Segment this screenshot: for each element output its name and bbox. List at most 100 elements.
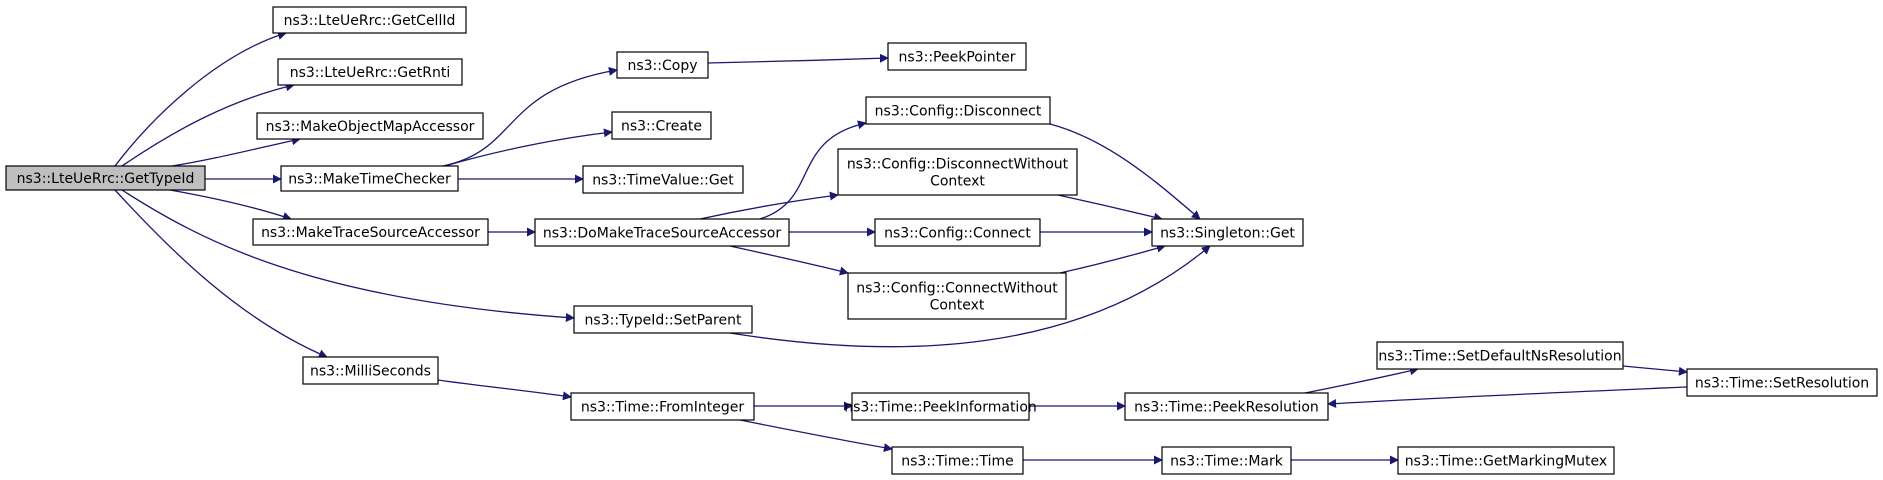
- node-label: ns3::Time::SetDefaultNsResolution: [1378, 349, 1621, 365]
- node-timeTime[interactable]: ns3::Time::Time: [891, 446, 1024, 475]
- node-box: [891, 446, 1024, 475]
- node-label: Context: [930, 174, 985, 190]
- node-copy[interactable]: ns3::Copy: [616, 51, 709, 79]
- node-makeTimeChecker[interactable]: ns3::MakeTimeChecker: [280, 165, 459, 192]
- node-timeSetResolution[interactable]: ns3::Time::SetResolution: [1686, 368, 1878, 397]
- edge-arrow: [444, 128, 613, 167]
- edge-getTypeId-to-getRnti: [121, 82, 295, 167]
- edge-configConnectWC-to-singletonGet: [1059, 243, 1166, 274]
- node-timeFromInteger[interactable]: ns3::Time::FromInteger: [570, 392, 755, 421]
- edge-arrow: [1304, 366, 1419, 394]
- node-milliSeconds[interactable]: ns3::MilliSeconds: [302, 356, 439, 385]
- edge-arrow: [437, 379, 572, 401]
- edge-doMakeTSA-to-configConnectWC: [729, 245, 849, 276]
- node-label: ns3::Copy: [627, 58, 697, 74]
- node-configConnect[interactable]: ns3::Config::Connect: [874, 218, 1041, 247]
- node-box: [1151, 218, 1304, 247]
- node-label: ns3::Config::ConnectWithout: [856, 281, 1058, 297]
- node-timeGetMarkingMutex[interactable]: ns3::Time::GetMarkingMutex: [1397, 446, 1615, 475]
- node-box: [1376, 341, 1624, 370]
- edge-getTypeId-to-makeObjectMapAccessor: [171, 136, 301, 167]
- edge-makeTimeChecker-to-copy: [442, 66, 618, 167]
- edge-timeSetDefaultNs-to-timeSetResolution: [1622, 365, 1688, 376]
- edge-arrow: [1327, 386, 1688, 409]
- edge-arrow: [1059, 243, 1166, 274]
- node-typeIdSetParent[interactable]: ns3::TypeId::SetParent: [573, 305, 753, 334]
- node-label: ns3::MakeTraceSourceAccessor: [261, 225, 480, 241]
- node-box: [302, 356, 439, 385]
- edge-arrow: [121, 82, 295, 167]
- node-box: [534, 218, 790, 247]
- node-configDisconnect[interactable]: ns3::Config::Disconnect: [865, 96, 1051, 125]
- node-label: ns3::Create: [621, 119, 702, 135]
- node-timePeekInformation[interactable]: ns3::Time::PeekInformation: [844, 392, 1037, 421]
- node-label: ns3::Config::Connect: [884, 226, 1031, 242]
- node-label: ns3::Singleton::Get: [1160, 226, 1295, 242]
- edges-layer: [114, 31, 1688, 465]
- edge-makeTimeChecker-to-create: [444, 128, 613, 167]
- node-box: [573, 305, 753, 334]
- edge-configDisconnectWC-to-singletonGet: [1057, 194, 1163, 222]
- node-getRnti[interactable]: ns3::LteUeRrc::GetRnti: [277, 58, 463, 86]
- node-create[interactable]: ns3::Create: [611, 111, 712, 140]
- node-box: [582, 165, 744, 194]
- edge-arrow: [1622, 365, 1688, 376]
- edge-getTypeId-to-typeIdSetParent: [121, 189, 575, 322]
- edge-milliSeconds-to-timeFromInteger: [437, 379, 572, 401]
- edge-typeIdSetParent-to-singletonGet: [729, 245, 1211, 348]
- node-label: ns3::LteUeRrc::GetRnti: [290, 65, 451, 81]
- node-label: ns3::PeekPointer: [899, 50, 1016, 66]
- edge-arrow: [121, 189, 575, 322]
- node-makeObjectMapAccessor[interactable]: ns3::MakeObjectMapAccessor: [256, 112, 484, 140]
- node-peekPointer[interactable]: ns3::PeekPointer: [887, 42, 1027, 71]
- edge-arrow: [729, 245, 849, 276]
- node-label: ns3::Time::SetResolution: [1695, 376, 1869, 392]
- node-singletonGet[interactable]: ns3::Singleton::Get: [1151, 218, 1304, 247]
- edge-arrow: [169, 189, 292, 221]
- node-makeTraceSourceAccessor[interactable]: ns3::MakeTraceSourceAccessor: [252, 218, 489, 246]
- node-label: ns3::DoMakeTraceSourceAccessor: [543, 226, 781, 242]
- node-box: [280, 165, 459, 192]
- node-box: [256, 112, 484, 140]
- edge-arrow: [1057, 194, 1163, 222]
- node-box: [611, 111, 712, 140]
- node-timeValueGet[interactable]: ns3::TimeValue::Get: [582, 165, 744, 194]
- node-box: [277, 58, 463, 86]
- node-timePeekResolution[interactable]: ns3::Time::PeekResolution: [1124, 392, 1329, 421]
- node-timeSetDefaultNs[interactable]: ns3::Time::SetDefaultNsResolution: [1376, 341, 1624, 370]
- node-timeMark[interactable]: ns3::Time::Mark: [1161, 446, 1292, 475]
- edge-arrow: [739, 419, 893, 453]
- node-label: ns3::MakeObjectMapAccessor: [266, 119, 475, 135]
- node-label: ns3::MilliSeconds: [310, 364, 431, 380]
- node-box: [5, 165, 206, 191]
- node-label: ns3::TypeId::SetParent: [585, 313, 742, 329]
- node-label: ns3::Time::FromInteger: [581, 400, 744, 416]
- node-label: ns3::Config::DisconnectWithout: [847, 157, 1069, 173]
- nodes-layer: ns3::LteUeRrc::GetTypeId ns3::LteUeRrc::G…: [5, 6, 1878, 475]
- edge-doMakeTSA-to-configDisconnect: [759, 120, 867, 220]
- node-box: [570, 392, 755, 421]
- edge-getTypeId-to-makeTraceSourceAccessor: [169, 189, 292, 221]
- edge-timeSetResolution-to-timePeekResolution: [1327, 386, 1688, 409]
- node-getCellId[interactable]: ns3::LteUeRrc::GetCellId: [272, 6, 467, 34]
- edge-arrow: [442, 66, 618, 167]
- edge-timeFromInteger-to-timeTime: [739, 419, 893, 453]
- edge-arrow: [729, 245, 1211, 348]
- node-doMakeTSA[interactable]: ns3::DoMakeTraceSourceAccessor: [534, 218, 790, 247]
- edge-arrow: [707, 53, 889, 64]
- node-label: ns3::Time::PeekInformation: [844, 400, 1037, 416]
- edge-doMakeTSA-to-configDisconnectWC: [699, 191, 839, 220]
- edge-arrow: [759, 120, 867, 220]
- edge-timePeekResolution-to-timeSetDefaultNs: [1304, 366, 1419, 394]
- node-label: ns3::TimeValue::Get: [592, 173, 734, 189]
- node-box: [887, 42, 1027, 71]
- node-box: [865, 96, 1051, 125]
- node-label: Context: [930, 298, 985, 314]
- node-label: ns3::Time::Mark: [1170, 454, 1284, 470]
- node-box: [252, 218, 489, 246]
- node-getTypeId[interactable]: ns3::LteUeRrc::GetTypeId: [5, 165, 206, 191]
- node-box: [847, 272, 1067, 320]
